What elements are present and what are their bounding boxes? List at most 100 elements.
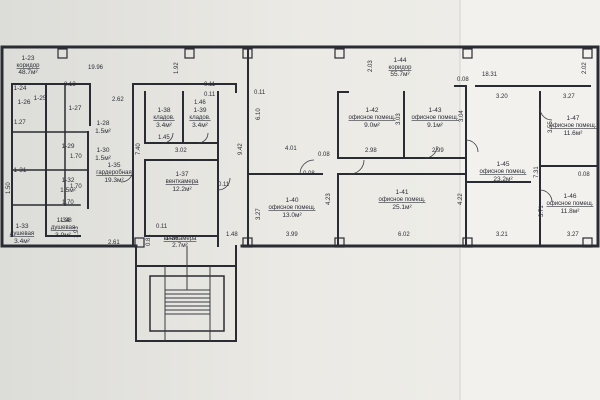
svg-text:1.50: 1.50 [6,182,12,194]
svg-text:гардеробная: гардеробная [96,170,131,176]
room-1-38: 1-38 кладов. 3.4м² [153,107,175,129]
svg-text:55.7м²: 55.7м² [390,71,410,78]
svg-text:9.42: 9.42 [238,143,244,155]
svg-text:3.0м²: 3.0м² [55,232,72,239]
svg-text:0.11: 0.11 [254,90,266,96]
room-1-47: 1-47 офисное помещ. 11.6м² [550,115,597,137]
svg-text:1-28: 1-28 [96,120,109,127]
room-1-34: 1-34 душевая 3.0м² [51,217,75,239]
svg-text:1-40: 1-40 [285,197,298,204]
svg-text:венткамера: венткамера [164,236,197,242]
svg-text:1-34: 1-34 [56,217,69,224]
room-1-46: 1-46 офисное помещ. 11.8м² [547,193,594,215]
svg-text:1-31: 1-31 [13,167,26,174]
svg-text:1.70: 1.70 [70,154,82,160]
room-1-43: 1-43 офисное помещ. 9.1м² [412,107,459,129]
svg-text:коридор: коридор [17,63,41,69]
svg-text:офисное помещ.: офисное помещ. [349,115,396,121]
svg-text:душевая: душевая [51,225,75,231]
svg-text:коридор: коридор [389,65,413,71]
svg-text:2.61: 2.61 [108,240,120,246]
svg-text:венткамера: венткамера [166,179,199,185]
svg-text:кладов.: кладов. [153,115,175,121]
svg-text:1.93: 1.93 [74,226,80,238]
svg-text:12.2м²: 12.2м² [172,186,192,193]
room-1-35: 1-35 гардеробная 19.3м² [96,162,131,184]
svg-text:1-26: 1-26 [17,99,30,106]
svg-text:19.96: 19.96 [88,65,104,71]
room-1-40: 1-40 офисное помещ. 13.0м² [269,197,316,219]
svg-text:1-27: 1-27 [68,105,81,112]
doors [120,107,553,203]
svg-text:1-44: 1-44 [393,57,406,64]
svg-text:2.99: 2.99 [432,148,444,154]
svg-text:1-30: 1-30 [96,147,109,154]
svg-text:1-25: 1-25 [33,95,46,102]
svg-text:0.08: 0.08 [578,172,590,178]
svg-text:3.20: 3.20 [496,94,508,100]
svg-text:1.70: 1.70 [62,200,74,206]
svg-text:13.0м²: 13.0м² [282,212,302,219]
svg-text:офисное помещ.: офисное помещ. [547,201,594,207]
paper-fold [460,0,600,400]
svg-text:офисное помещ.: офисное помещ. [412,115,459,121]
svg-text:7.31: 7.31 [534,166,540,178]
svg-text:1.92: 1.92 [174,62,180,74]
interior-walls [11,46,599,247]
svg-text:1-38: 1-38 [157,107,170,114]
svg-text:1-29: 1-29 [61,143,74,150]
svg-text:3.04: 3.04 [459,110,465,122]
svg-text:11.8м²: 11.8м² [561,208,581,215]
svg-text:офисное помещ.: офисное помещ. [550,123,597,129]
svg-text:2.7м²: 2.7м² [172,242,189,249]
svg-text:1-32: 1-32 [61,177,74,184]
svg-text:3.27: 3.27 [563,94,575,100]
svg-text:3.4м²: 3.4м² [192,122,209,129]
svg-text:23.2м²: 23.2м² [493,176,513,183]
room-1-45: 1-45 офисное помещ. 23.2м² [480,161,527,183]
svg-text:1-45: 1-45 [496,161,509,168]
svg-text:3.55: 3.55 [548,121,554,133]
svg-text:2.98: 2.98 [365,148,377,154]
room-1-36: 1-36 венткамера 2.7м² [164,235,197,249]
svg-text:офисное помещ.: офисное помещ. [269,205,316,211]
room-1-30: 1-30 1.5м² [95,147,112,162]
svg-text:6.02: 6.02 [398,232,410,238]
svg-text:3.4м²: 3.4м² [156,122,173,129]
room-1-32: 1-32 1.5м² [60,177,77,194]
svg-text:3.71: 3.71 [539,205,545,217]
svg-text:0.81: 0.81 [146,234,152,246]
svg-text:1.5м²: 1.5м² [60,187,77,194]
svg-text:1-47: 1-47 [566,115,579,122]
room-1-39: 1-39 кладов. 3.4м² [189,107,211,129]
svg-text:48.7м²: 48.7м² [18,69,38,76]
svg-text:1.45: 1.45 [158,135,170,141]
svg-text:1-23: 1-23 [21,55,34,62]
svg-text:4.01: 4.01 [285,146,297,152]
svg-text:9.1м²: 9.1м² [427,122,444,129]
svg-text:2.03: 2.03 [368,60,374,72]
room-1-33: 1-33 душевая 3.4м² [10,223,34,245]
svg-text:19.3м²: 19.3м² [104,177,124,184]
svg-text:1-36: 1-36 [165,235,178,242]
room-1-28: 1-28 1.5м² [95,120,112,135]
columns [57,48,593,248]
svg-text:1.48: 1.48 [226,232,238,238]
svg-text:1-46: 1-46 [563,193,576,200]
svg-text:1.5м²: 1.5м² [95,155,112,162]
svg-text:0.11: 0.11 [204,82,216,88]
svg-text:0.11: 0.11 [204,92,216,98]
svg-text:25.1м²: 25.1м² [392,204,412,211]
svg-text:офисное помещ.: офисное помещ. [379,197,426,203]
staircase [135,245,237,342]
room-1-37: 1-37 венткамера 12.2м² [166,171,199,193]
svg-text:6.10: 6.10 [256,108,262,120]
svg-text:2.02: 2.02 [582,62,588,74]
svg-text:0.08: 0.08 [318,152,330,158]
dimension-labels: 19.96 2.62 1.92 0.11 0.11 1.45 3.02 7.40… [6,60,590,246]
svg-text:1.38: 1.38 [60,218,72,224]
svg-text:3.27: 3.27 [256,208,262,220]
small-wet-room-labels: 1-25 1-26 1-27 1-29 1-31 1-24 [13,85,81,174]
svg-text:1.46: 1.46 [194,100,206,106]
